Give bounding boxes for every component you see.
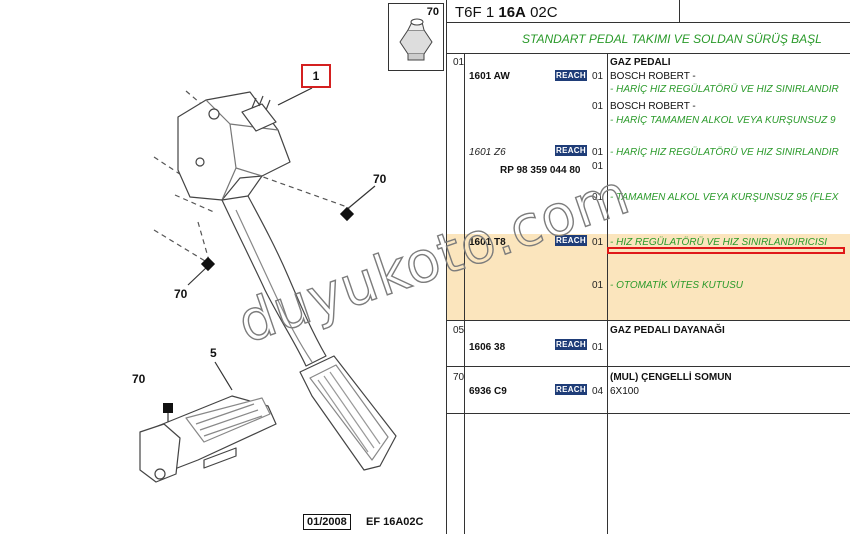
quantity: 04 [592, 386, 604, 397]
quantity: 01 [592, 147, 604, 158]
part-description: BOSCH ROBERT - [610, 71, 696, 82]
part-note: - HARİÇ TAMAMEN ALKOL VEYA KURŞUNSUZ 9 [610, 115, 836, 126]
part-title: GAZ PEDALI DAYANAĞI [610, 325, 725, 336]
group-number: 01 [453, 57, 465, 68]
callout-part-1[interactable]: 1 [301, 64, 331, 88]
part-70-thumbnail[interactable]: 70 [388, 3, 444, 71]
part-ref-1601T8[interactable]: 1601 T8 [469, 237, 506, 248]
pedal-assembly-drawing [139, 87, 397, 483]
quantity: 01 [592, 161, 604, 172]
callout-part-70-bottom[interactable]: 70 [132, 372, 146, 386]
quantity: 01 [592, 280, 604, 291]
part-note: - OTOMATİK VİTES KUTUSU [610, 280, 743, 291]
quantity: 01 [592, 237, 604, 248]
part-ref-6936C9[interactable]: 6936 C9 [469, 386, 507, 397]
rp-number[interactable]: RP 98 359 044 80 [500, 165, 581, 176]
reach-badge[interactable]: REACH [555, 70, 587, 81]
highlight-underline [607, 247, 845, 254]
nut-marker-70-bottom [163, 403, 173, 413]
quantity: 01 [592, 71, 604, 82]
part-description: BOSCH ROBERT - [610, 101, 696, 112]
reach-badge[interactable]: REACH [555, 235, 587, 246]
parts-table: T6F 1 16A 02C STANDART PEDAL TAKIMI VE S… [446, 0, 850, 534]
quantity: 01 [592, 342, 604, 353]
table-header-title: T6F 1 16A 02C [455, 4, 558, 21]
part-ref-1601AW[interactable]: 1601 AW [469, 71, 510, 82]
part-note: - HARİÇ HIZ REGÜLATÖRÜ VE HIZ SINIRLANDI… [610, 147, 839, 158]
reach-badge[interactable]: REACH [555, 145, 587, 156]
reach-badge[interactable]: REACH [555, 384, 587, 395]
part-title: (MUL) ÇENGELLİ SOMUN [610, 372, 732, 383]
group-number: 70 [453, 372, 465, 383]
callout-part-70-upper[interactable]: 70 [373, 172, 387, 186]
part-note: - HARİÇ HIZ REGÜLATÖRÜ VE HIZ SINIRLANDI… [610, 84, 839, 95]
part-ref-160638[interactable]: 1606 38 [469, 342, 506, 353]
diagram-code: EF 16A02C [366, 516, 424, 528]
part-ref-1601Z6[interactable]: 1601 Z6 [469, 147, 506, 158]
quantity: 01 [592, 101, 604, 112]
leader-line-part1 [277, 87, 313, 106]
diagram-date: 01/2008 [303, 514, 351, 530]
part-description: 6X100 [610, 386, 639, 397]
group-number: 05 [453, 325, 465, 336]
leader-line-part5 [214, 361, 233, 391]
leader-line-part70 [344, 185, 376, 212]
part-note: - TAMAMEN ALKOL VEYA KURŞUNSUZ 95 (FLEX [610, 192, 839, 203]
nut-icon [399, 18, 433, 61]
part-title: GAZ PEDALI [610, 57, 671, 68]
callout-part-70-lower[interactable]: 70 [174, 287, 188, 301]
callout-part-5[interactable]: 5 [210, 346, 217, 360]
exploded-parts-diagram: 1 70 70 5 70 01/2008 EF 16A02C [132, 64, 424, 530]
reach-badge[interactable]: REACH [555, 339, 587, 350]
nut-marker-70-upper [339, 206, 355, 222]
quantity: 01 [592, 192, 604, 203]
thumbnail-label: 70 [426, 6, 439, 18]
nut-marker-70-lower [200, 256, 216, 272]
table-subtitle: STANDART PEDAL TAKIMI VE SOLDAN SÜRÜŞ BA… [522, 32, 822, 46]
part-note-highlighted: - HIZ REGÜLATÖRÜ VE HIZ SINIRLANDIRICISI [610, 237, 828, 248]
leader-line-part70-lower [187, 265, 209, 286]
